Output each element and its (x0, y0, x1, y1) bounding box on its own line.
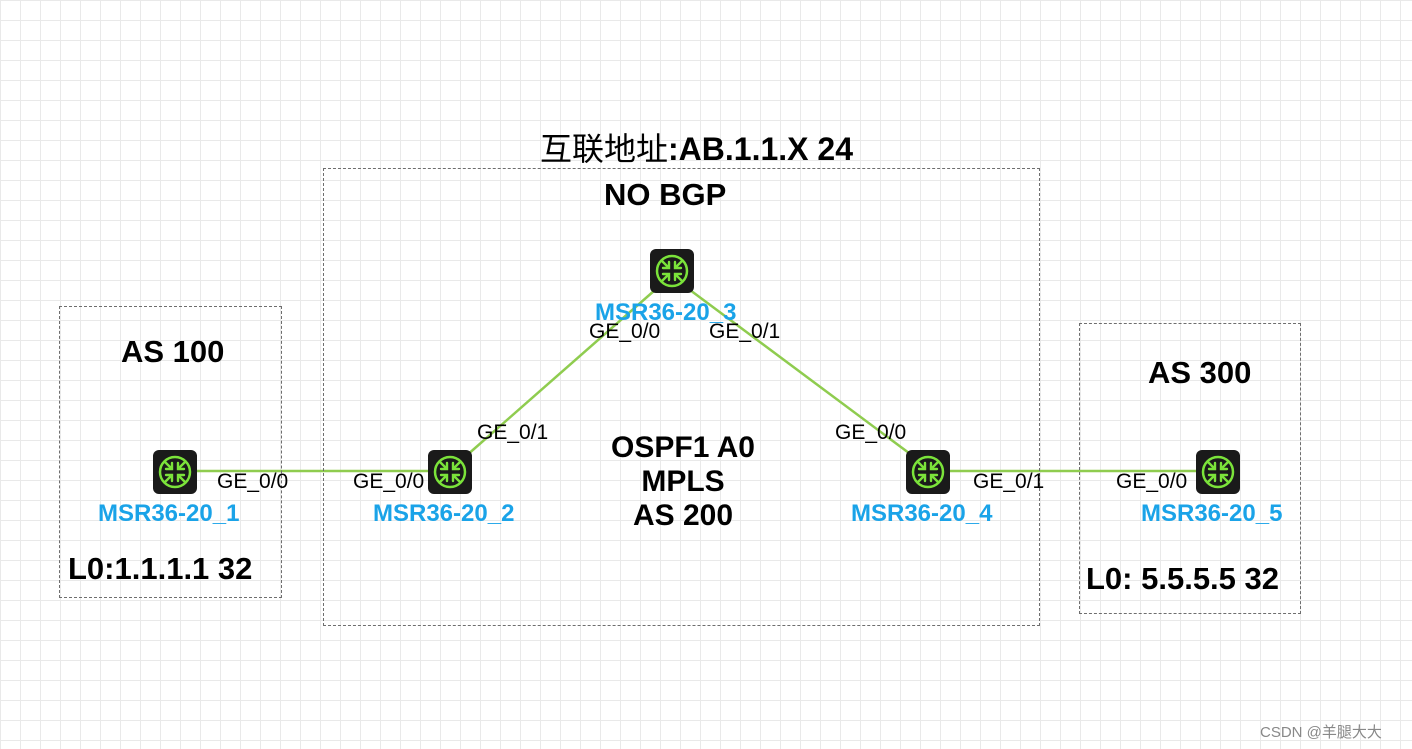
core-info: OSPF1 A0 MPLS AS 200 (583, 431, 783, 533)
router-icon (153, 450, 197, 494)
port-r4-ge00: GE_0/0 (835, 421, 907, 444)
link-r3-r4[interactable] (689, 288, 914, 458)
router-icon (428, 450, 472, 494)
link-r2-r3[interactable] (465, 289, 656, 457)
router-icon (650, 249, 694, 293)
address-title-prefix: 互联地址 (540, 130, 669, 168)
router-r5-label: MSR36-20_5 (1141, 500, 1283, 527)
zone-as300 (1079, 323, 1301, 614)
router-r2[interactable] (427, 449, 473, 495)
router-r4[interactable] (905, 449, 951, 495)
port-r5-ge00: GE_0/0 (1116, 470, 1188, 493)
router-icon (1196, 450, 1240, 494)
core-info-ospf: OSPF1 A0 (611, 431, 755, 464)
as300-label: AS 300 (1148, 355, 1252, 390)
port-r2-ge01: GE_0/1 (477, 421, 549, 444)
as300-loopback: L0: 5.5.5.5 32 (1086, 561, 1280, 596)
router-r3-label: MSR36-20_3 (595, 299, 737, 326)
router-r1-label: MSR36-20_1 (98, 500, 240, 527)
port-r1-ge00: GE_0/0 (217, 470, 289, 493)
router-r4-label: MSR36-20_4 (851, 500, 993, 527)
router-r5[interactable] (1195, 449, 1241, 495)
router-r2-label: MSR36-20_2 (373, 500, 515, 527)
core-info-mpls: MPLS (641, 465, 725, 498)
as100-label: AS 100 (121, 334, 225, 369)
port-r3-ge01: GE_0/1 (709, 320, 781, 343)
zone-as100 (59, 306, 282, 598)
core-label: NO BGP (604, 177, 727, 212)
zone-core-as200 (323, 168, 1040, 626)
as100-loopback: L0:1.1.1.1 32 (68, 551, 253, 586)
router-r1[interactable] (152, 449, 198, 495)
router-icon (906, 450, 950, 494)
port-r4-ge01: GE_0/1 (973, 470, 1045, 493)
router-r3[interactable] (649, 248, 695, 294)
port-r3-ge00: GE_0/0 (589, 320, 661, 343)
port-r2-ge00: GE_0/0 (353, 470, 425, 493)
address-title-suffix: :AB.1.1.X 24 (668, 131, 853, 167)
watermark: CSDN @羊腿大大 (1260, 724, 1382, 741)
address-title: 互联地址:AB.1.1.X 24 (540, 124, 853, 170)
core-info-as: AS 200 (632, 499, 734, 532)
